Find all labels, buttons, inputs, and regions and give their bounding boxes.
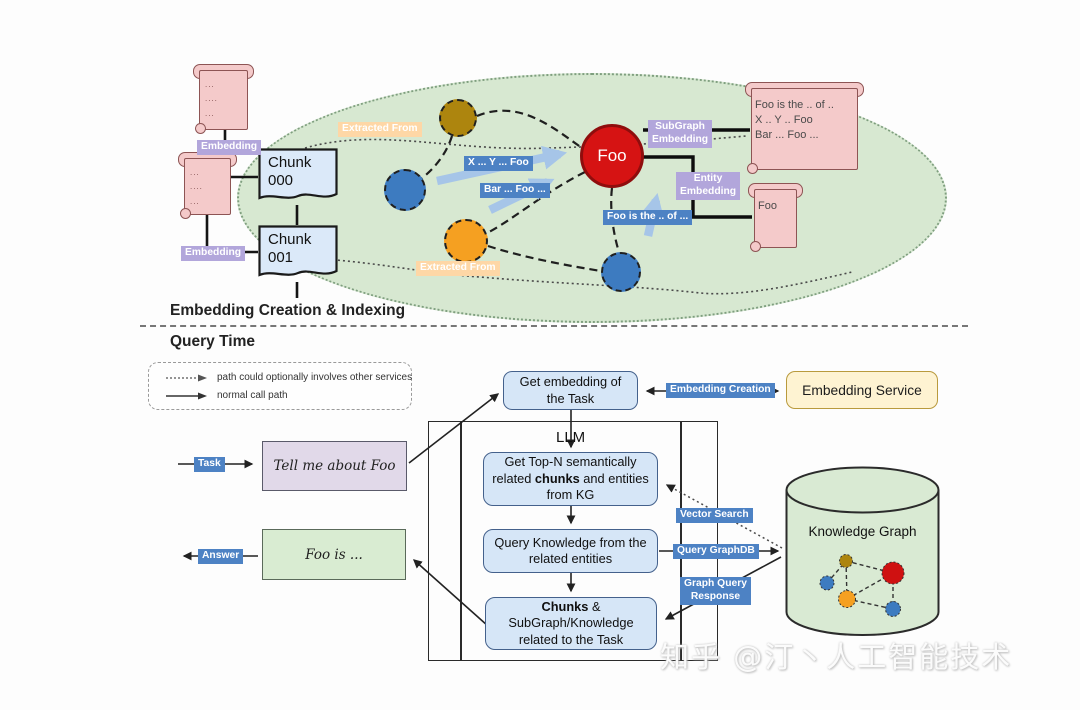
scroll-curl	[180, 208, 191, 219]
legend-normal-text: normal call path	[217, 390, 288, 401]
get-embedding-text: Get embedding of the Task	[519, 374, 622, 406]
embedding-creation-label: Embedding Creation	[666, 383, 775, 398]
mini-node-red	[881, 561, 905, 585]
task-input-box: Tell me about Foo	[262, 441, 407, 491]
document-shape	[258, 148, 338, 200]
indexing-heading: Embedding Creation & Indexing	[170, 302, 406, 319]
source-document-2-text: ... .... ...	[190, 168, 203, 206]
step-3-box: Chunks & SubGraph/Knowledge related to t…	[485, 597, 657, 650]
llm-inner-line-right	[680, 421, 682, 661]
solid-arrow-icon	[166, 392, 207, 399]
graph-node-blue-1	[384, 169, 426, 211]
scroll-body	[754, 189, 797, 248]
scroll-curl	[195, 123, 206, 134]
scroll-body	[199, 70, 248, 130]
vector-search-label: Vector Search	[676, 508, 753, 523]
step-2-box: Query Knowledge from the related entitie…	[483, 529, 658, 573]
step-1-post: and entities from KG	[546, 470, 649, 503]
scroll-curl	[747, 163, 758, 174]
graph-node-olive	[439, 99, 477, 137]
llm-label: LLM	[556, 429, 586, 446]
source-document-1: ... .... ...	[193, 64, 254, 134]
task-text: Tell me about Foo	[273, 458, 396, 474]
chunk-000-label: Chunk 000	[268, 154, 312, 190]
graph-query-response-label: Graph Query Response	[680, 577, 751, 605]
embedding-service-text: Embedding Service	[802, 382, 922, 398]
answer-output-box: Foo is ...	[262, 529, 406, 580]
chunk-001-document: Chunk 001	[258, 225, 338, 283]
step-3-bold: Chunks	[541, 598, 589, 614]
mini-node-blue-2	[885, 601, 901, 617]
step-1-pre: Get Top-N semantically related	[492, 454, 637, 486]
subgraph-embedding-label: SubGraph Embedding	[648, 120, 713, 148]
step-3-post: & SubGraph/Knowledge related to the Task	[508, 598, 634, 647]
step-2-text: Query Knowledge from the related entitie…	[494, 534, 647, 566]
mini-node-olive	[839, 554, 853, 568]
legend-normal-row: normal call path	[165, 390, 288, 401]
task-label: Task	[194, 457, 225, 472]
scroll-body	[184, 158, 231, 215]
answer-label: Answer	[198, 549, 244, 564]
section-divider	[140, 325, 968, 327]
embedding-label-1: Embedding	[197, 140, 262, 155]
result-document-1: Foo is the .. of .. X .. Y .. Foo Bar ..…	[745, 82, 864, 174]
mini-node-blue-1	[819, 575, 835, 591]
extracted-from-label-1: Extracted From	[338, 122, 422, 137]
graph-node-orange	[444, 219, 488, 263]
embedding-label-2: Embedding	[181, 246, 246, 261]
graph-node-blue-2	[601, 252, 641, 292]
watermark: 知乎 @汀丶人工智能技术	[660, 640, 1013, 674]
answer-text: Foo is ...	[305, 546, 363, 563]
embedding-service-box: Embedding Service	[786, 371, 938, 409]
chunk-000-document: Chunk 000	[258, 148, 338, 206]
chunk-001-label: Chunk 001	[268, 231, 312, 267]
query-graphdb-label: Query GraphDB	[673, 544, 759, 559]
scroll-body	[751, 88, 858, 170]
llm-inner-line-left	[460, 421, 462, 661]
cylinder-shape	[785, 466, 940, 636]
result-document-2: Foo	[748, 183, 803, 252]
graph-node-foo: Foo	[580, 124, 644, 188]
source-document-1-text: ... .... ...	[205, 80, 218, 118]
step-1-text: Get Top-N semantically related chunks an…	[490, 454, 651, 503]
entity-embedding-label: Entity Embedding	[676, 172, 741, 200]
knowledge-graph-cylinder: Knowledge Graph	[785, 466, 940, 638]
mini-node-orange	[838, 590, 856, 608]
edge-text-label-3: Foo is the .. of ...	[603, 210, 693, 225]
foo-node-label: Foo	[597, 146, 627, 165]
legend-box: path could optionally involves other ser…	[148, 362, 412, 410]
edge-text-label-2: Bar ... Foo ...	[480, 183, 550, 198]
query-heading: Query Time	[170, 333, 256, 350]
edge-text-label-1: X ... Y ... Foo	[464, 156, 533, 171]
source-document-2: ... .... ...	[178, 152, 237, 219]
step-3-text: Chunks & SubGraph/Knowledge related to t…	[492, 599, 650, 648]
step-1-box: Get Top-N semantically related chunks an…	[483, 452, 658, 506]
dotted-arrow-icon	[166, 374, 207, 381]
result-document-2-text: Foo	[758, 200, 777, 212]
knowledge-graph-label: Knowledge Graph	[808, 524, 917, 539]
step-1-bold: chunks	[534, 470, 580, 486]
result-document-1-text: Foo is the .. of .. X .. Y .. Foo Bar ..…	[755, 99, 834, 142]
legend-optional-row: path could optionally involves other ser…	[165, 372, 412, 383]
get-embedding-box: Get embedding of the Task	[503, 371, 638, 410]
legend-optional-text: path could optionally involves other ser…	[217, 372, 413, 383]
scroll-curl	[750, 241, 761, 252]
extracted-from-label-2: Extracted From	[416, 261, 500, 276]
